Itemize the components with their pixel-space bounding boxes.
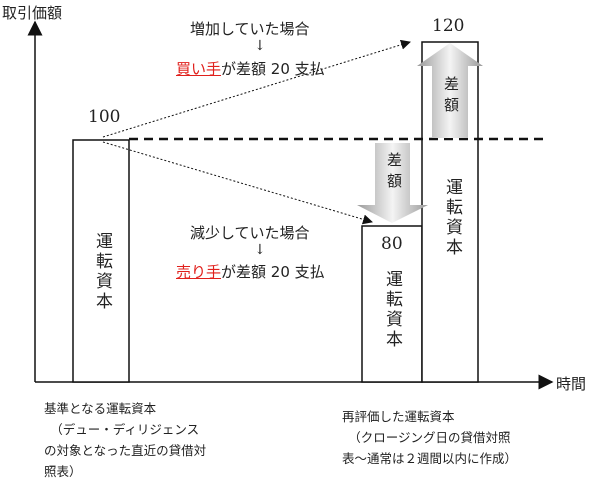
y-axis-label: 取引価額 xyxy=(2,4,63,22)
revalued-note: 再評価した運転資本 （クロージング日の貸借対照 表～通常は２週間以内に作成） xyxy=(342,409,518,466)
bar-increase-text: 運転資本 xyxy=(442,178,462,258)
x-axis-label: 時間 xyxy=(556,375,587,393)
bar-increase-value: 120 xyxy=(432,16,465,36)
up-arrow xyxy=(417,43,483,138)
increase-case: 増加していた場合 xyxy=(190,20,310,38)
buyer-label: 買い手 xyxy=(176,60,222,78)
bar-decrease-text: 運転資本 xyxy=(382,270,402,350)
bar-base-value: 100 xyxy=(88,107,121,127)
base-note: 基準となる運転資本 （デュー・ディリジェンス の対象となった直近の貸借対 照表） xyxy=(44,401,207,479)
up-arrow-label: 差額 xyxy=(442,76,460,118)
down-arrow xyxy=(357,143,428,223)
increase-arrow: ↓ xyxy=(254,38,266,54)
increase-payer-line: 買い手が差額 20 支払 xyxy=(176,58,325,79)
seller-label: 売り手 xyxy=(176,263,222,281)
decrease-payment: が差額 20 支払 xyxy=(221,263,325,281)
down-arrow-label: 差額 xyxy=(385,152,403,194)
bar-decrease xyxy=(361,225,423,383)
increase-dotted-arrow xyxy=(102,39,411,138)
decrease-payer-line: 売り手が差額 20 支払 xyxy=(176,261,325,282)
increase-payment: が差額 20 支払 xyxy=(221,60,325,78)
decrease-dotted-arrow xyxy=(102,141,373,225)
bar-base xyxy=(72,139,130,383)
bar-decrease-value: 80 xyxy=(381,234,403,254)
decrease-arrow: ↓ xyxy=(254,242,266,258)
bar-base-text: 運転資本 xyxy=(92,232,112,312)
decrease-case: 減少していた場合 xyxy=(190,224,310,242)
